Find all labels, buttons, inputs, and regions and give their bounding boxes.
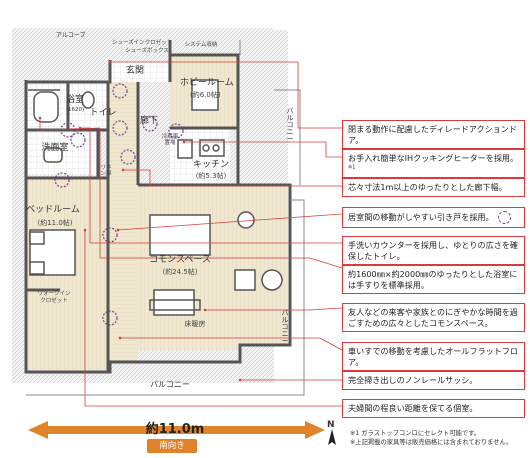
kitchen-label: キッチン <box>192 160 229 170</box>
callout-sash: 完全掃き出しのノンレールサッシ。 <box>342 371 525 390</box>
dimension-arrow <box>28 421 325 439</box>
hobby-size-label: (約6.0帖) <box>190 91 221 99</box>
shoes-in-closet-label: シューズインクロゼット <box>112 40 173 46</box>
hall-label: 廊下 <box>139 116 158 126</box>
callout-delayed-door: 閉まる動作に配慮したディレードアクションドア。 <box>342 120 525 150</box>
kitchen-size-label: (約5.3帖) <box>195 172 227 180</box>
hobby-room-label: ホビールーム <box>180 78 234 88</box>
common-space-floor <box>138 185 238 350</box>
common-size-label: (約24.5帖) <box>162 268 198 276</box>
callout-toilet: 手洗いカウンターを採用し、ゆとりの広さを確保したトイレ。 <box>342 236 525 266</box>
toilet-label: トイレ <box>89 108 117 118</box>
floor-heating-label: 床暖房 <box>184 320 206 328</box>
fridge-label: 冷蔵庫置場 <box>161 134 179 147</box>
common-space-label: コモンスペース <box>149 255 211 265</box>
footnotes: ※1 ガラストップコンロにセレクト可能です。 ※上記掲載の家具等は販売価格には含… <box>350 429 512 448</box>
callout-flat-floor: 車いすでの移動を考慮したオールフラットフロア。 <box>342 342 525 372</box>
bedroom-size-label: (約11.0帖) <box>37 219 73 227</box>
walkin-label: ウォークイン <box>37 291 71 297</box>
callout-common-space: 友人などの来客や家族とのにぎやかな時間を過ごすための広々としたコモンスペース。 <box>342 303 525 333</box>
entrance-floor <box>110 62 170 82</box>
shoes-closet-label: シューズボックス <box>125 48 169 54</box>
washroom-label: 洗面室 <box>41 143 69 153</box>
alcove-label: アルコーブ <box>56 32 86 39</box>
footnote-1: ※1 ガラストップコンロにセレクト可能です。 <box>350 430 481 437</box>
linen-label: リネン庫 <box>100 165 112 178</box>
footnote-2: ※上記掲載の家具等は販売価格には含まれておりません。 <box>350 439 513 447</box>
walkin2-label: クロゼット <box>40 298 68 304</box>
callout-bath: 約1600㎜×約2000㎜のゆったりとした浴室には手すりを標準採用。 <box>342 265 525 295</box>
compass-icon <box>328 429 336 445</box>
dimension-label: 約11.0m <box>145 422 205 437</box>
system-storage-label: システム収納 <box>184 42 218 48</box>
sliding-door-marker-icon <box>497 211 511 224</box>
callout-hall-width: 芯々寸法1m以上のゆったりとした廊下幅。 <box>342 178 525 197</box>
washroom-floor <box>28 130 98 175</box>
callout-ih-heater: お手入れ簡単なIHクッキングヒーターを採用。※1 <box>342 149 525 179</box>
balcony-top-label: バルコニー <box>286 107 294 143</box>
bath-size-label: (1620) <box>65 107 85 113</box>
bath-label: 浴室 <box>65 95 84 105</box>
compass-label: N <box>327 420 335 430</box>
bedroom-label: ベッドルーム <box>26 205 80 215</box>
balcony-right-label: バルコニー <box>281 309 289 345</box>
callout-private-room: 夫婦間の程良い距離を保てる個室。 <box>342 399 525 418</box>
balcony-bottom-label: バルコニー <box>150 380 190 389</box>
orientation-badge: 南向き <box>147 439 197 453</box>
entrance-label: 玄関 <box>125 66 144 76</box>
callout-sliding-door: 居室間の移動がしやすい引き戸を採用。 <box>342 207 525 228</box>
